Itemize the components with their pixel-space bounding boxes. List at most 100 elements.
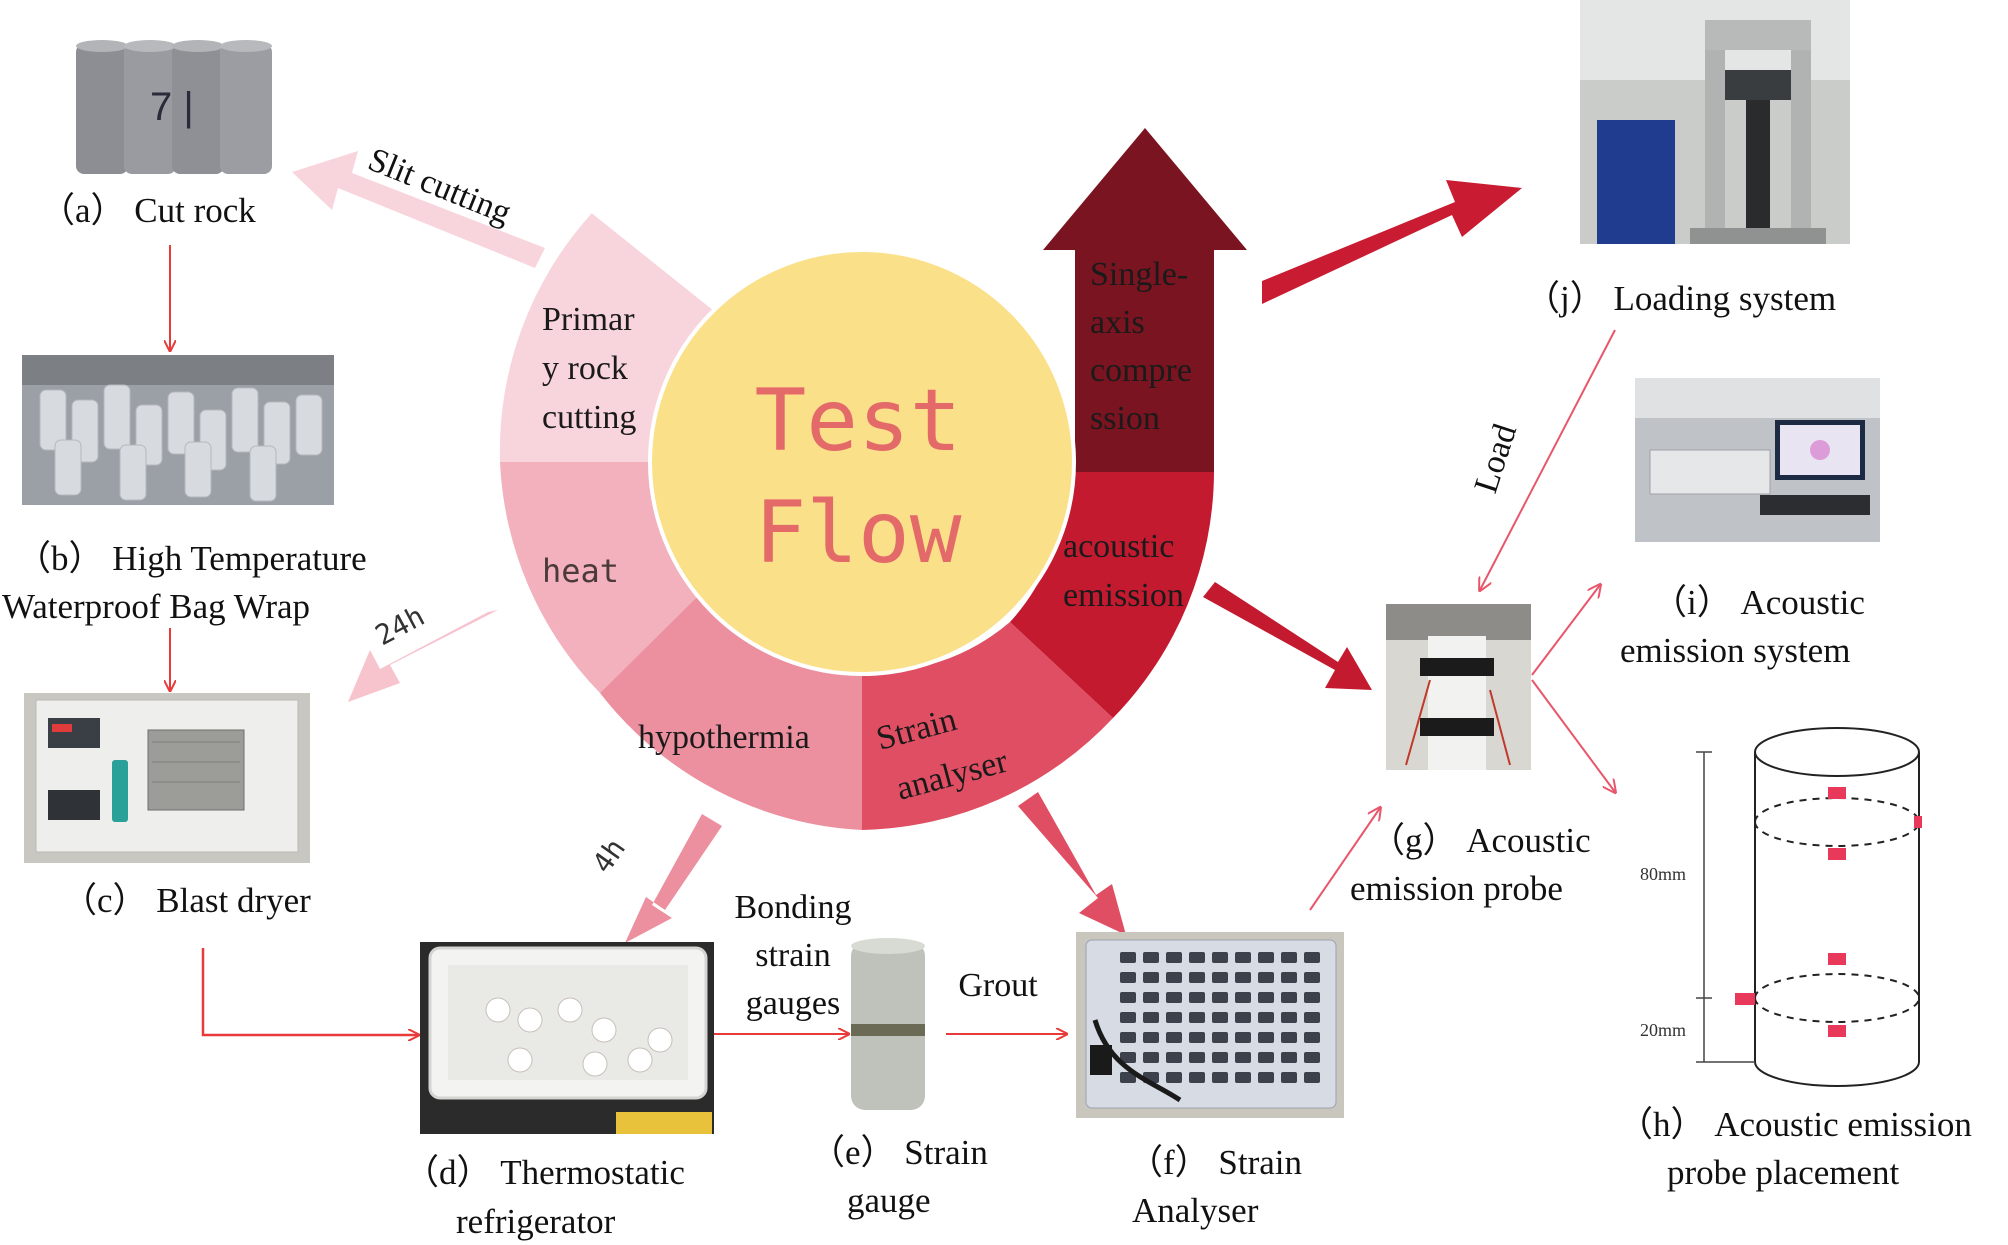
label-load: Load [1467, 420, 1524, 498]
segment-label-single-1: Single- [1090, 256, 1188, 293]
analyser-jack [1258, 1032, 1274, 1043]
photo-waterproof-bags [22, 355, 334, 505]
caption-f-2: Analyser [1132, 1191, 1259, 1230]
analyser-jack [1189, 1072, 1205, 1083]
rock-number-marks: 7 | [150, 85, 194, 129]
analyser-jack [1281, 1072, 1297, 1083]
caption-d-1: （d） Thermostatic [404, 1153, 685, 1192]
segment-label-ae-2: emission [1063, 577, 1184, 614]
arrow-to-loading-system [1262, 180, 1522, 304]
analyser-jack [1166, 1032, 1182, 1043]
segment-primary-rock-cutting [499, 213, 715, 462]
label-24h: 24h [370, 599, 430, 652]
analyser-jack [1120, 1072, 1136, 1083]
caption-j: （j） Loading system [1525, 279, 1836, 318]
analyser-jack [1304, 972, 1320, 983]
segment-label-cut-1: Primar [542, 301, 635, 338]
analyser-jack [1166, 992, 1182, 1003]
analyser-jack [1304, 992, 1320, 1003]
photo-loading-system [1580, 0, 1850, 244]
arrow-j-to-g [1480, 329, 1616, 590]
analyser-jack [1143, 992, 1159, 1003]
photo-strain-analyser [1076, 932, 1344, 1118]
analyser-jack [1258, 1052, 1274, 1063]
label-grout: Grout [958, 967, 1038, 1004]
caption-e-1: （e） Strain [810, 1133, 988, 1172]
dimension-80mm: 80mm [1640, 864, 1686, 884]
analyser-jack [1281, 952, 1297, 963]
photo-blast-dryer [24, 693, 310, 863]
arrow-g-to-h [1531, 679, 1615, 792]
analyser-jack [1235, 1012, 1251, 1023]
caption-f-1: （f） Strain [1128, 1143, 1302, 1182]
photo-refrigerator [420, 942, 714, 1134]
analyser-jack [1143, 1032, 1159, 1043]
analyser-jack [1212, 1012, 1228, 1023]
analyser-jack [1120, 1052, 1136, 1063]
analyser-jack [1143, 972, 1159, 983]
analyser-jack [1235, 972, 1251, 983]
analyser-jack [1281, 992, 1297, 1003]
analyser-jack [1212, 1072, 1228, 1083]
analyser-jack [1120, 952, 1136, 963]
caption-g-2: emission probe [1350, 869, 1563, 908]
analyser-jack [1304, 1072, 1320, 1083]
center-title-line2: Flow [754, 483, 961, 583]
analyser-jack [1235, 1072, 1251, 1083]
analyser-jack [1235, 1032, 1251, 1043]
caption-e-2: gauge [847, 1181, 931, 1220]
analyser-jack [1143, 952, 1159, 963]
analyser-jack [1258, 992, 1274, 1003]
analyser-jack [1166, 952, 1182, 963]
analyser-jack [1143, 1052, 1159, 1063]
analyser-jack [1304, 1012, 1320, 1023]
analyser-jack [1304, 952, 1320, 963]
analyser-jack [1212, 972, 1228, 983]
segment-hypothermia [600, 591, 862, 830]
analyser-jack [1166, 1012, 1182, 1023]
analyser-jack [1166, 1072, 1182, 1083]
arrow-g-to-i [1531, 585, 1600, 676]
analyser-jack [1235, 992, 1251, 1003]
arrow-to-cut-rock [292, 151, 545, 268]
arrow-to-blast-dryer [348, 610, 498, 702]
caption-h-2: probe placement [1667, 1153, 1900, 1192]
arrow-c-to-d [201, 948, 418, 1035]
analyser-jack [1120, 1012, 1136, 1023]
analyser-jack [1120, 972, 1136, 983]
analyser-jack [1258, 1012, 1274, 1023]
analyser-jack [1258, 972, 1274, 983]
analyser-jack [1212, 1032, 1228, 1043]
caption-c: （c） Blast dryer [62, 881, 311, 920]
label-4h: 4h [586, 832, 632, 879]
caption-d-2: refrigerator [456, 1202, 616, 1241]
analyser-jack [1281, 1012, 1297, 1023]
label-bonding-1: Bonding [734, 889, 851, 926]
analyser-jack [1166, 972, 1182, 983]
caption-i-2: emission system [1620, 631, 1850, 670]
segment-label-single-2: axis [1090, 304, 1145, 341]
analyser-jack [1304, 1052, 1320, 1063]
caption-g-1: （g） Acoustic [1370, 821, 1591, 860]
analyser-jack [1189, 992, 1205, 1003]
arrow-to-strain-analyser [1018, 792, 1126, 935]
analyser-jack [1189, 952, 1205, 963]
analyser-jack [1120, 992, 1136, 1003]
arrow-to-refrigerator [625, 814, 722, 943]
segment-label-ae-1: acoustic [1063, 528, 1174, 565]
probe-placement-schematic: 80mm 20mm [1640, 727, 1922, 1087]
arrow-f-to-g [1309, 808, 1380, 911]
photo-cut-rock: 7 | [76, 40, 272, 174]
caption-a: （a） Cut rock [40, 191, 256, 230]
center-title-line1: Test [754, 371, 961, 471]
analyser-jack [1189, 1032, 1205, 1043]
analyser-jack [1235, 1052, 1251, 1063]
caption-h-1: （h） Acoustic emission [1618, 1105, 1972, 1144]
segment-label-heat: heat [542, 552, 619, 590]
analyser-jack [1304, 1032, 1320, 1043]
caption-i-1: （i） Acoustic [1652, 583, 1865, 622]
photo-ae-system [1635, 378, 1880, 542]
analyser-jack [1258, 1072, 1274, 1083]
analyser-jack [1120, 1032, 1136, 1043]
